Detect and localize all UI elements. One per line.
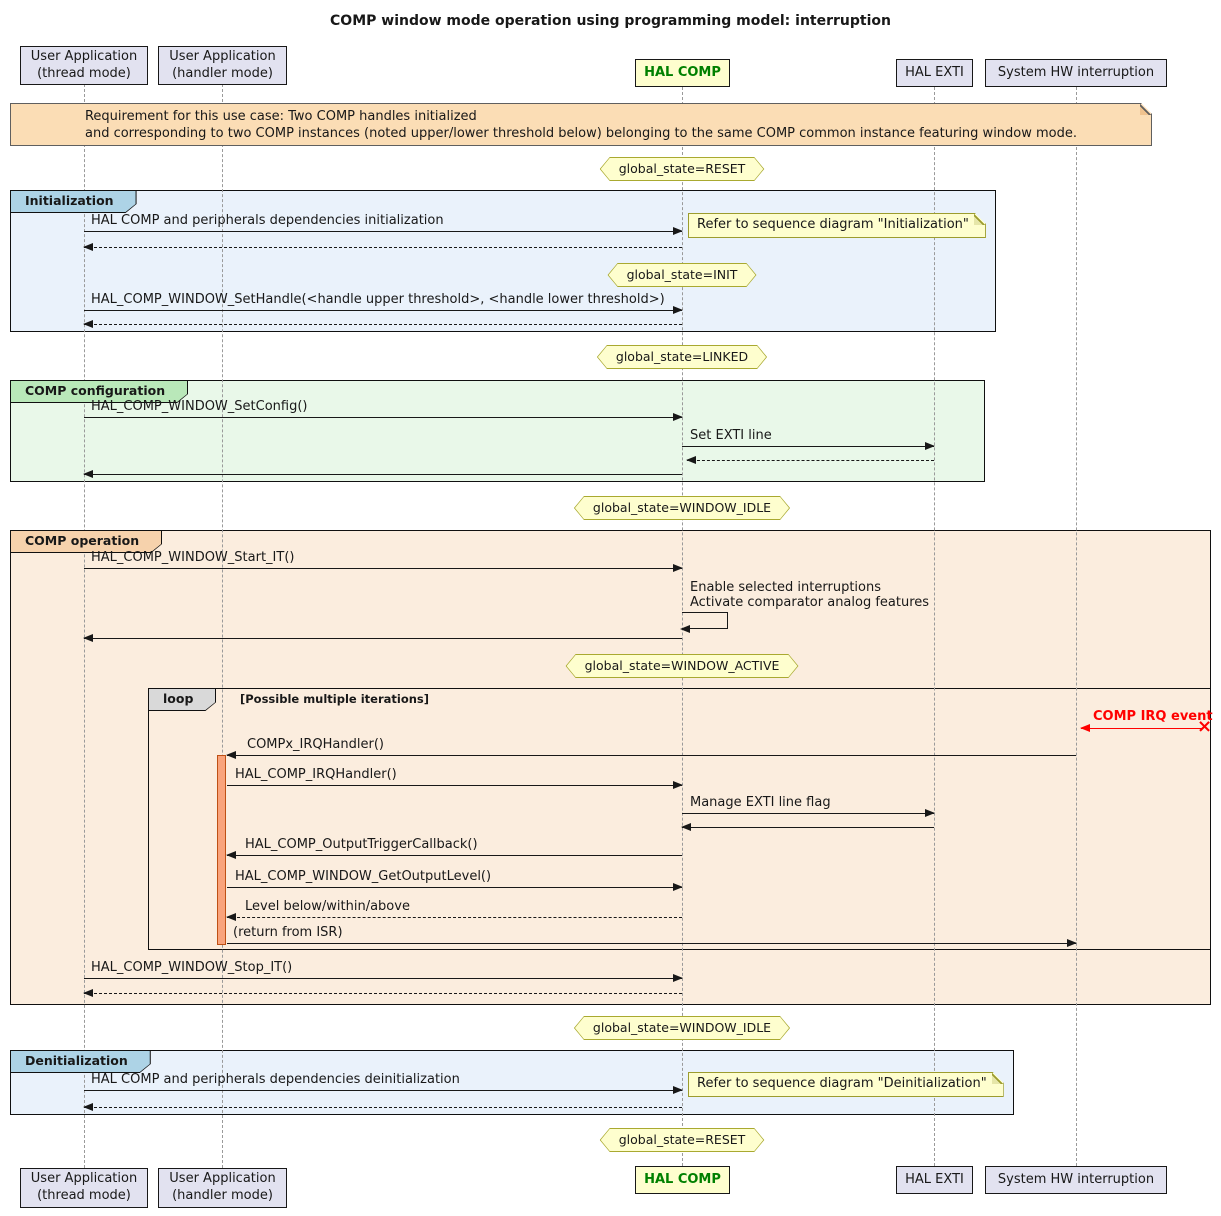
diagram-title: COMP window mode operation using program… (330, 13, 891, 29)
msg-label-enable-line1: Enable selected interruptions (690, 580, 881, 595)
participant-label: User Application (30, 1171, 138, 1187)
activation-bar-handler (217, 755, 226, 945)
lifeline-hal-exti (934, 87, 935, 1166)
lifeline-sys-hw (1076, 87, 1077, 1166)
msg-label-return-from-isr: (return from ISR) (233, 925, 343, 940)
msg-arrow-get-output-level (227, 883, 683, 891)
msg-arrow-init-return (83, 243, 682, 251)
participant-hal-comp-bottom: HAL COMP (635, 1166, 730, 1194)
participant-label: System HW interruption (997, 64, 1155, 80)
participant-user-thread-top: User Application (thread mode) (20, 46, 148, 85)
requirement-note: Requirement for this use case: Two COMP … (10, 103, 1152, 146)
frame-tab-initialization: Initialization (10, 190, 137, 213)
msg-arrow-set-exti-line (682, 442, 935, 450)
frame-title-initialization: Initialization (11, 191, 136, 212)
msg-label-hal-comp-irq-handler: HAL_COMP_IRQHandler() (235, 767, 397, 782)
msg-arrow-set-handle-return (83, 320, 682, 328)
lost-message-cross-icon: × (1197, 716, 1213, 737)
participant-hal-comp-top: HAL COMP (635, 59, 730, 87)
msg-arrow-set-config-return (83, 470, 682, 478)
frame-tab-loop: loop (148, 688, 216, 711)
state-window-active: global_state=WINDOW_ACTIVE (566, 654, 799, 678)
frame-title-comp-operation: COMP operation (11, 531, 161, 552)
msg-label-set-handle: HAL_COMP_WINDOW_SetHandle(<handle upper … (91, 292, 665, 307)
msg-arrow-hal-comp-irq-handler (227, 781, 683, 789)
state-window-idle-2: global_state=WINDOW_IDLE (574, 1016, 790, 1040)
participant-user-handler-top: User Application (handler mode) (158, 46, 287, 85)
msg-arrow-level-result (226, 913, 682, 921)
msg-label-start-it: HAL_COMP_WINDOW_Start_IT() (91, 550, 295, 565)
msg-arrow-deinit-return (83, 1103, 682, 1111)
participant-hal-exti-top: HAL EXTI (896, 59, 973, 87)
msg-arrow-stop-it (84, 974, 683, 982)
requirement-note-line1: Requirement for this use case: Two COMP … (84, 109, 477, 124)
msg-label-output-trigger-callback: HAL_COMP_OutputTriggerCallback() (245, 837, 478, 852)
participant-label: HAL EXTI (905, 1171, 964, 1187)
note-init-ref: Refer to sequence diagram "Initializatio… (688, 213, 986, 238)
participant-label: HAL COMP (644, 64, 721, 80)
msg-arrow-output-trigger-callback (226, 851, 682, 859)
state-reset-2: global_state=RESET (600, 1128, 765, 1152)
msg-arrow-start-it-return (83, 634, 682, 642)
loop-condition: [Possible multiple iterations] (240, 692, 430, 706)
lifeline-user-thread (84, 84, 85, 1168)
msg-self-enable (680, 612, 728, 633)
participant-label: HAL EXTI (905, 64, 964, 80)
frame-tab-comp-operation: COMP operation (10, 530, 162, 553)
msg-arrow-set-config (84, 413, 683, 421)
lifeline-user-handler (222, 84, 223, 1168)
msg-arrow-comp-irq-event (1080, 724, 1202, 732)
frame-tab-deinitialization: Denitialization (10, 1050, 151, 1073)
state-linked: global_state=LINKED (597, 345, 767, 369)
msg-arrow-manage-exti-return (681, 823, 934, 831)
msg-arrow-return-from-isr (227, 939, 1077, 947)
msg-label-set-config: HAL_COMP_WINDOW_SetConfig() (91, 399, 308, 414)
frame-loop (148, 688, 1211, 950)
msg-arrow-compx-irq-handler (226, 751, 1076, 759)
msg-label-deinit-deps: HAL COMP and peripherals dependencies de… (91, 1072, 460, 1087)
msg-arrow-stop-it-return (83, 989, 682, 997)
participant-label: HAL COMP (644, 1171, 721, 1187)
msg-arrow-exti-return (686, 456, 934, 464)
msg-label-compx-irq-handler: COMPx_IRQHandler() (247, 737, 384, 752)
state-reset-1: global_state=RESET (600, 157, 765, 181)
frame-title-comp-configuration: COMP configuration (11, 381, 187, 402)
state-window-idle-1: global_state=WINDOW_IDLE (574, 496, 790, 520)
requirement-note-line2: and corresponding to two COMP instances … (84, 126, 1078, 141)
frame-comp-operation (10, 530, 1211, 1005)
frame-title-deinitialization: Denitialization (11, 1051, 150, 1072)
participant-label: User Application (169, 48, 276, 64)
participant-user-thread-bottom: User Application (thread mode) (20, 1168, 148, 1208)
participant-sys-hw-bottom: System HW interruption (985, 1166, 1167, 1194)
participant-user-handler-bottom: User Application (handler mode) (158, 1168, 287, 1208)
msg-label-stop-it: HAL_COMP_WINDOW_Stop_IT() (91, 960, 293, 975)
msg-label-manage-exti-flag: Manage EXTI line flag (690, 795, 831, 810)
msg-arrow-manage-exti-flag (682, 809, 935, 817)
msg-arrow-deinit-deps (84, 1086, 683, 1094)
msg-label-level-result: Level below/within/above (245, 899, 410, 914)
participant-label: (thread mode) (37, 1188, 131, 1203)
note-deinit-ref: Refer to sequence diagram "Deinitializat… (688, 1072, 1004, 1097)
msg-label-init-deps: HAL COMP and peripherals dependencies in… (91, 213, 444, 228)
participant-label: (handler mode) (172, 1188, 273, 1203)
msg-arrow-set-handle (84, 306, 683, 314)
msg-label-set-exti-line: Set EXTI line (690, 428, 772, 443)
frame-title-loop: loop (149, 689, 215, 710)
participant-label: User Application (169, 1171, 276, 1187)
participant-label: User Application (30, 48, 138, 64)
state-init: global_state=INIT (608, 263, 757, 287)
msg-label-enable-line2: Activate comparator analog features (690, 595, 930, 610)
msg-arrow-init-deps (84, 227, 683, 235)
participant-sys-hw-top: System HW interruption (985, 59, 1167, 87)
participant-hal-exti-bottom: HAL EXTI (896, 1166, 973, 1194)
participant-label: (handler mode) (172, 65, 273, 81)
msg-arrow-start-it (84, 564, 683, 572)
msg-label-get-output-level: HAL_COMP_WINDOW_GetOutputLevel() (235, 869, 492, 884)
msg-label-comp-irq-event: COMP IRQ event (1093, 709, 1213, 724)
participant-label: (thread mode) (37, 65, 131, 81)
frame-tab-comp-configuration: COMP configuration (10, 380, 188, 403)
participant-label: System HW interruption (997, 1171, 1155, 1187)
